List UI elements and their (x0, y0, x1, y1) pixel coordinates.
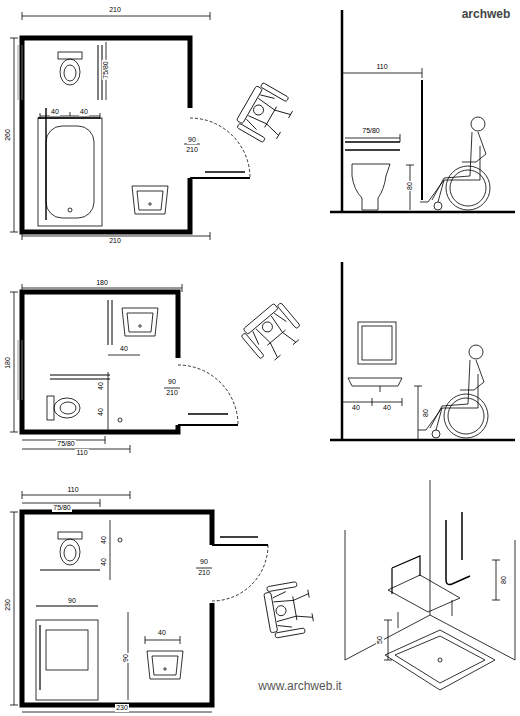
dimension-label: 90 (167, 378, 177, 386)
dimension-label: 180 (95, 279, 109, 287)
dimension-label: 75/80 (52, 504, 72, 512)
dimension-label: 210 (165, 389, 179, 397)
dimension-label: 40 (157, 629, 167, 637)
dimension-label: 75/80 (361, 127, 381, 135)
watermark: archweb (461, 8, 512, 21)
dimension-label: 40 (100, 535, 108, 545)
dimension-label: 75/80 (56, 440, 76, 448)
dimension-label: 90 (187, 136, 197, 144)
dimension-label: 210 (185, 146, 199, 154)
dimension-label: 210 (197, 569, 211, 577)
dimension-label: 260 (4, 128, 12, 142)
dimension-label: 75/80 (102, 60, 110, 80)
watermark: www.archweb.it (257, 680, 342, 693)
dimension-label: 180 (4, 356, 12, 370)
dimension-label: 50 (376, 635, 384, 645)
dimension-label: 230 (4, 598, 12, 612)
dimension-label: 110 (75, 449, 88, 457)
dimension-label: 110 (375, 63, 388, 71)
dimension-label: 40 (100, 557, 108, 567)
dimension-label: 80 (500, 575, 508, 585)
dimension-label: 80 (406, 181, 414, 191)
dimension-label: 40 (351, 404, 361, 412)
dimension-label: 40 (79, 108, 89, 116)
dimension-label: 80 (422, 408, 430, 418)
dimension-label: 40 (97, 381, 105, 391)
dimension-label: 110 (66, 486, 79, 494)
dimension-label: 40 (97, 407, 105, 417)
dimension-label: 40 (382, 404, 392, 412)
dimension-label: 40 (50, 108, 60, 116)
dimension-label: 90 (122, 653, 130, 663)
dimension-label: 210 (108, 6, 122, 14)
dimension-label: 90 (199, 558, 209, 566)
dimension-label: 210 (108, 237, 122, 245)
dimension-label: 230 (115, 704, 129, 712)
dimension-label: 40 (119, 345, 129, 353)
dimension-label: 90 (67, 597, 77, 605)
